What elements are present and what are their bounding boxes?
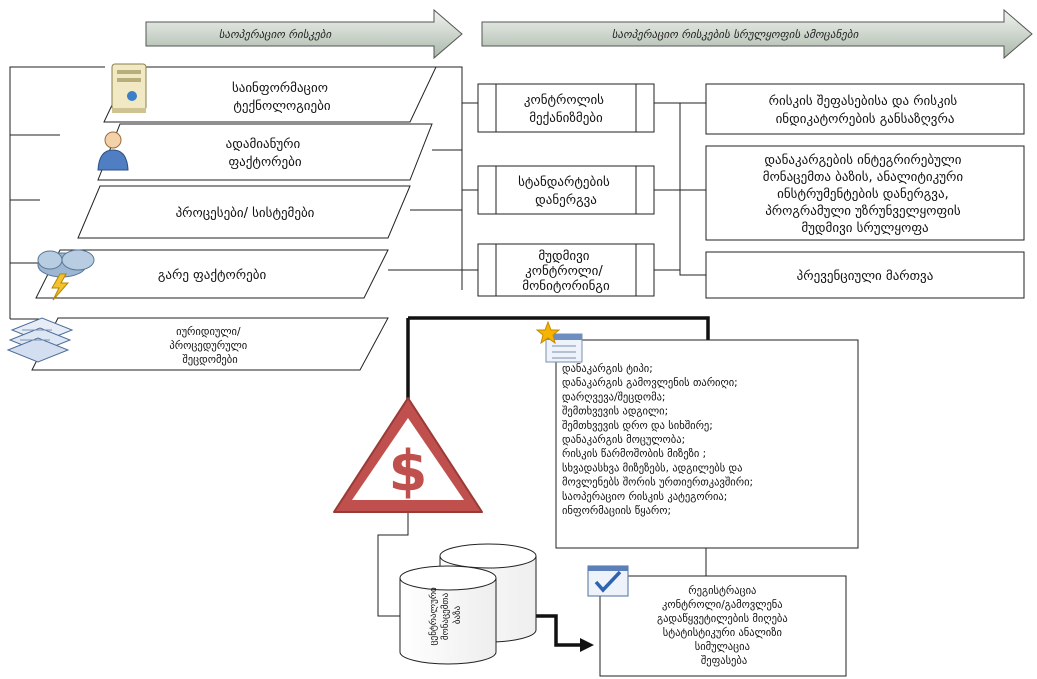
checklist-icon [587, 565, 629, 597]
loss-detail-item: შემთხვევის ადგილი; [562, 406, 668, 418]
database-label: ცენტრალური მონაცემთა ბაზა [428, 584, 463, 645]
source-it[interactable]: საინფორმაციო ტექნოლოგიები [103, 66, 437, 123]
source-legal-label: იურიდიული/ პროცედურული შეცდომები [169, 326, 250, 366]
thick-connectors [406, 316, 710, 647]
loss-detail-item: ინფორმაციის წყარო; [562, 505, 671, 517]
task-preventive-management[interactable]: პრევენციული მართვა [705, 251, 1025, 299]
storm-cloud-icon [37, 249, 95, 301]
task-database-tools[interactable]: დანაკარგების ინტეგრირებული მონაცემთა ბაზ… [705, 145, 1025, 241]
control-monitoring[interactable]: მუდმივი კონტროლი/ მონიტორინგი [477, 243, 655, 297]
dollar-warning-icon: $ [333, 397, 483, 513]
control-monitoring-label: მუდმივი კონტროლი/ მონიტორინგი [522, 249, 610, 294]
loss-detail-item: დანაკარგის ტიპი; [562, 363, 653, 375]
registration-list: რეგისტრაცია კონტროლი/გამოვლენა გადაწყვეტ… [657, 585, 791, 667]
loss-detail-item: რისკის წარმოშობის მიზეზი ; [562, 448, 706, 460]
loss-detail-item: შემთხვევის დრო და სიხშირე; [562, 420, 713, 432]
loss-detail-item: დანაკარგის მოცულობა; [562, 434, 685, 446]
header-arrow-operational-risks: საოპერაციო რისკები [145, 8, 463, 60]
arrow-head-to-registration [580, 638, 594, 652]
loss-detail-item: დანაკარგის გამოვლენის თარიღი; [562, 377, 738, 389]
task-risk-assessment-label: რისკის შეფასებისა და რისკის ინდიკატორები… [769, 94, 962, 127]
header-right-label: საოპერაციო რისკების სრულყოფის ამოცანები [612, 28, 860, 41]
loss-detail-item: მოვლენებს შორის ურთიერთკავშირი; [562, 477, 753, 489]
source-human[interactable]: ადამიანური ფაქტორები [97, 123, 433, 181]
database-icon[interactable]: ცენტრალური მონაცემთა ბაზა [399, 543, 537, 665]
connectors [9, 66, 707, 617]
control-standards-label: სტანდარტების დანერგვა [518, 175, 614, 208]
header-arrow-improvement-tasks: საოპერაციო რისკების სრულყოფის ამოცანები [481, 8, 1033, 60]
control-mechanisms[interactable]: კონტროლის მექანიზმები [477, 83, 655, 133]
registration-box[interactable]: რეგისტრაცია კონტროლი/გამოვლენა გადაწყვეტ… [599, 575, 847, 677]
source-legal[interactable]: იურიდიული/ პროცედურული შეცდომები [31, 317, 389, 371]
source-processes-label: პროცესები/ სისტემები [176, 206, 315, 221]
control-standards[interactable]: სტანდარტების დანერგვა [477, 165, 655, 215]
source-external[interactable]: გარე ფაქტორები [35, 249, 389, 299]
documents-stack-icon [6, 317, 74, 363]
source-external-label: გარე ფაქტორები [158, 268, 267, 283]
person-icon [97, 131, 129, 171]
task-risk-assessment[interactable]: რისკის შეფასებისა და რისკის ინდიკატორები… [705, 83, 1025, 135]
loss-details-box[interactable]: დანაკარგის ტიპი; დანაკარგის გამოვლენის თა… [555, 339, 859, 549]
source-human-label: ადამიანური ფაქტორები [226, 137, 305, 170]
loss-detail-item: სხვადასხვა მიზეზებს, ადგილებს და [562, 462, 742, 474]
source-processes[interactable]: პროცესები/ სისტემები [77, 185, 411, 239]
source-it-label: საინფორმაციო ტექნოლოგიები [232, 81, 332, 114]
loss-detail-item: საოპერაციო რისკის კატეგორია; [562, 491, 727, 503]
header-left-label: საოპერაციო რისკები [219, 28, 333, 41]
control-mechanisms-label: კონტროლის მექანიზმები [524, 93, 608, 126]
task-database-tools-label: დანაკარგების ინტეგრირებული მონაცემთა ბაზ… [763, 153, 967, 236]
form-star-icon [535, 320, 583, 363]
loss-detail-item: დარღვევა/შეცდომა; [562, 391, 665, 403]
computer-server-icon [111, 63, 147, 113]
loss-details-list: დანაკარგის ტიპი; დანაკარგის გამოვლენის თა… [562, 363, 753, 517]
dollar-sign: $ [389, 439, 428, 504]
task-preventive-management-label: პრევენციული მართვა [797, 269, 934, 284]
